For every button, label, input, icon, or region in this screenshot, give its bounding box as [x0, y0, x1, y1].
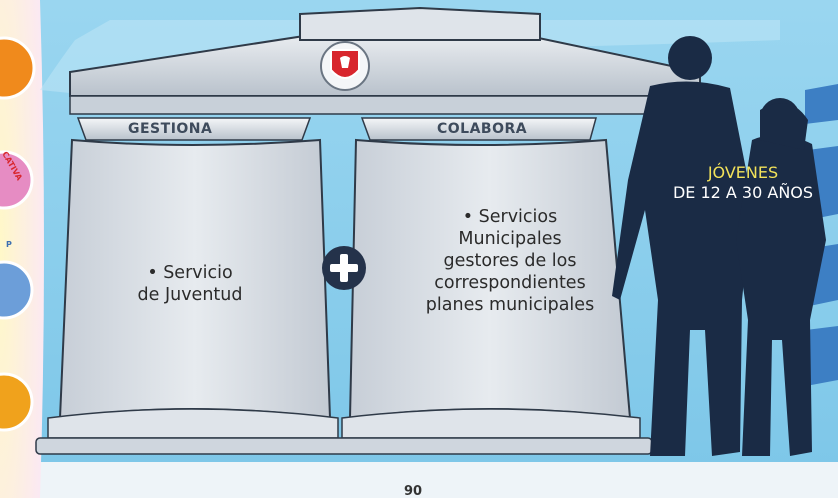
orange-circle-bottom — [0, 372, 34, 432]
pink-circle — [0, 150, 34, 210]
side-label-middle: P — [6, 240, 12, 249]
left-base — [47, 408, 339, 439]
right-capital — [360, 117, 597, 141]
lion-shield-icon — [320, 41, 370, 91]
left-panel-line-1: • Servicio — [147, 263, 233, 283]
right-panel-line-4: correspondientes — [434, 273, 586, 293]
left-panel-text: • Servicio de Juventud — [95, 262, 285, 306]
right-base — [341, 408, 641, 439]
left-column-title: GESTIONA — [128, 121, 213, 137]
youth-silhouette — [612, 36, 826, 457]
right-panel-line-1: • Servicios — [462, 207, 558, 227]
page-number: 90 — [404, 484, 423, 498]
speech-bubble-bg — [40, 20, 780, 95]
orange-circle-top — [0, 36, 36, 100]
temple-floor — [35, 437, 653, 455]
blue-circle — [0, 260, 34, 320]
right-panel-line-3: gestores de los — [443, 251, 577, 271]
arrow-tab-4 — [806, 326, 838, 386]
right-column-title: COLABORA — [437, 121, 528, 137]
temple-top-block — [299, 6, 541, 41]
page-bottom-band — [0, 462, 838, 498]
arrow-tab-1 — [805, 84, 838, 124]
right-panel-line-5: planes municipales — [425, 295, 595, 315]
audience-label: JÓVENES DE 12 A 30 AÑOS — [648, 163, 838, 203]
temple-entablature — [69, 95, 701, 115]
right-panel-line-2: Municipales — [458, 229, 562, 249]
audience-line-1: JÓVENES — [707, 163, 779, 182]
plus-icon — [322, 246, 366, 290]
audience-line-2: DE 12 A 30 AÑOS — [672, 183, 814, 202]
left-capital — [76, 117, 312, 141]
right-panel-text: • Servicios Municipales gestores de los … — [380, 206, 640, 316]
left-panel-line-2: de Juventud — [137, 285, 243, 305]
